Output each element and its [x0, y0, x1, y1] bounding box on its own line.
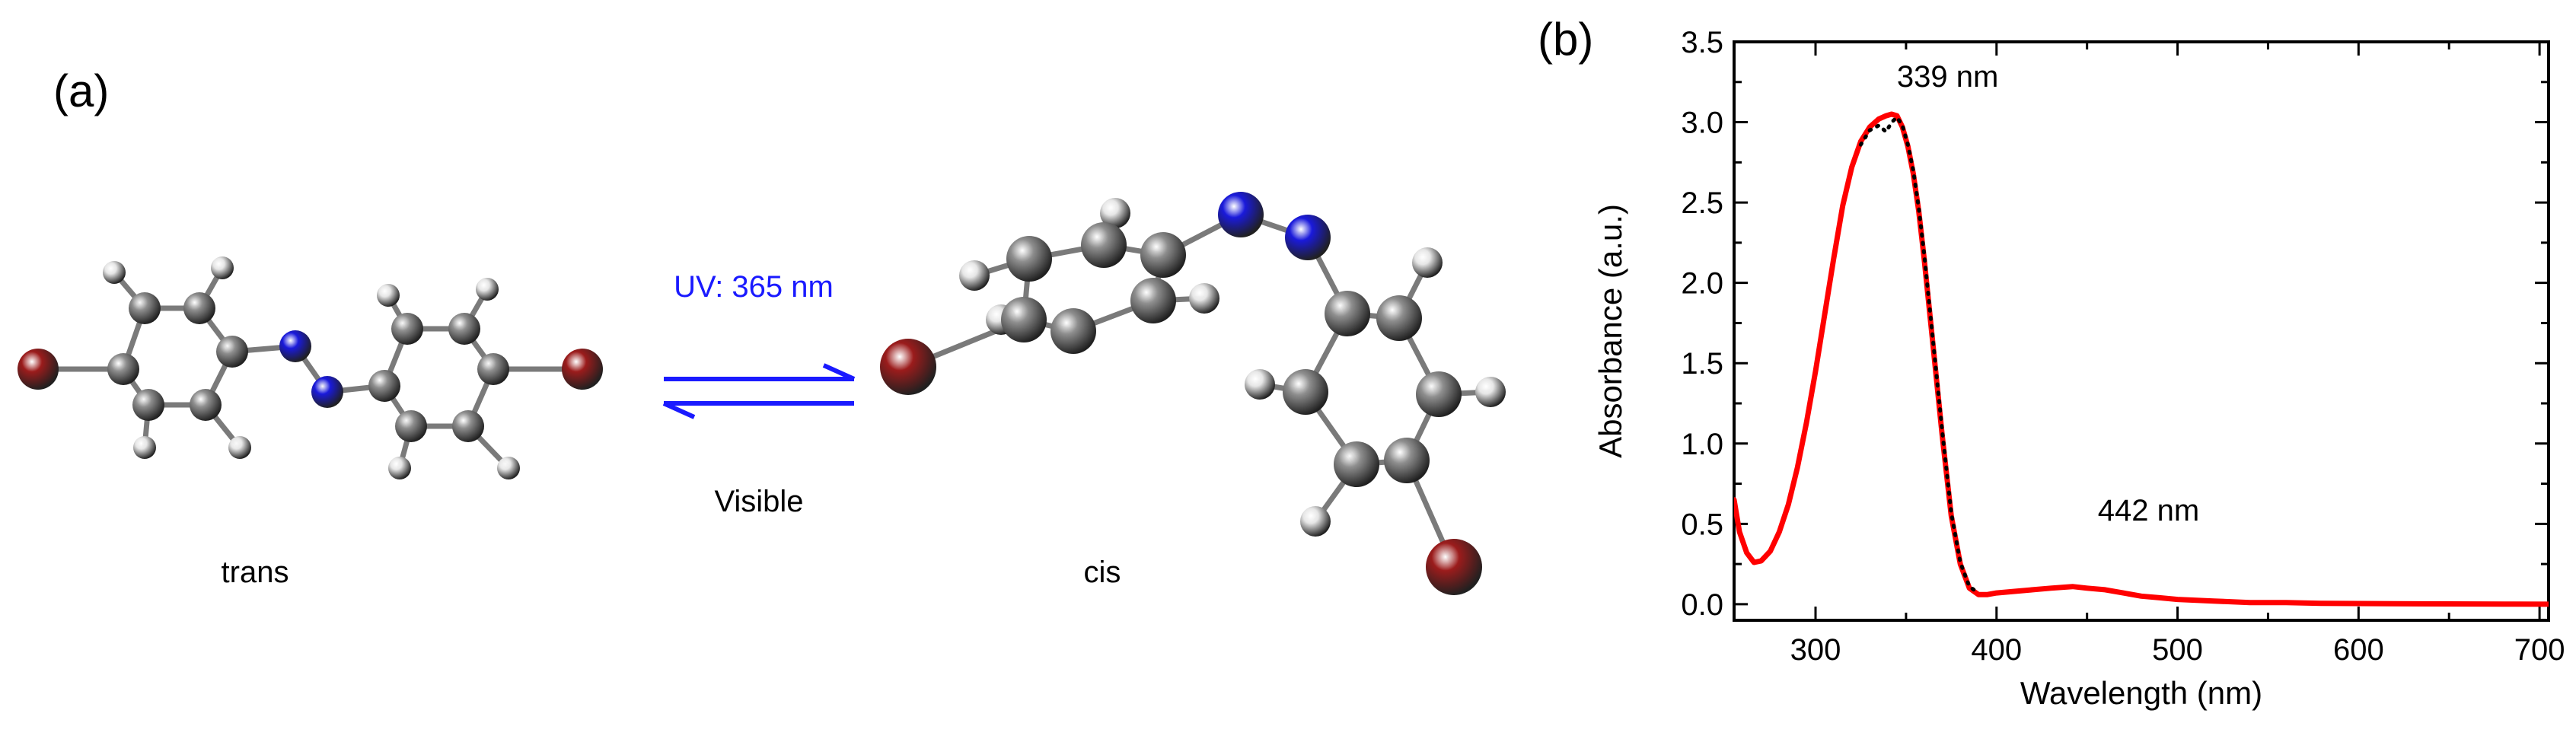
carbon-atom	[1334, 441, 1379, 487]
nitrogen-atom	[279, 330, 311, 362]
uv-label: UV: 365 nm	[674, 270, 834, 304]
hydrogen-atom	[1100, 198, 1130, 228]
carbon-atom	[1325, 291, 1370, 336]
carbon-atom	[1081, 222, 1127, 268]
hydrogen-atom	[1412, 247, 1443, 278]
visible-label: Visible	[714, 485, 803, 518]
hydrogen-atom	[476, 278, 499, 301]
carbon-atom	[368, 370, 400, 402]
carbon-atom	[1130, 278, 1176, 323]
reverse-arrow-head	[662, 401, 696, 419]
x-axis-label: Wavelength (nm)	[2020, 675, 2262, 711]
carbon-atom	[129, 292, 161, 324]
cis-label: cis	[1084, 556, 1121, 589]
cis-molecule	[880, 192, 1506, 595]
panel-b-label: (b)	[1538, 14, 1593, 65]
panel-a-label: (a)	[53, 65, 109, 116]
y-tick-label: 0.5	[1681, 508, 1723, 541]
hydrogen-atom	[377, 284, 400, 307]
trans-molecule	[18, 256, 603, 479]
x-tick-label: 300	[1790, 633, 1841, 667]
nitrogen-atom	[1285, 215, 1331, 260]
bromine-atom	[18, 349, 59, 390]
carbon-atom	[477, 353, 509, 385]
hydrogen-atom	[1189, 283, 1219, 314]
hydrogen-atom	[133, 436, 156, 459]
y-tick-label: 2.0	[1681, 267, 1723, 301]
hydrogen-atom	[497, 457, 520, 479]
x-tick-label: 400	[1971, 633, 2022, 667]
absorbance-curve	[1734, 111, 2549, 607]
carbon-atom	[216, 336, 248, 368]
carbon-atom	[107, 353, 139, 385]
y-tick-label: 0.0	[1681, 588, 1723, 622]
carbon-atom	[1050, 308, 1096, 354]
hydrogen-atom	[388, 457, 411, 479]
hydrogen-atom	[959, 260, 990, 291]
nitrogen-atom	[311, 376, 343, 408]
carbon-atom	[1140, 232, 1186, 278]
carbon-atom	[1376, 295, 1422, 341]
carbon-atom	[452, 410, 484, 442]
carbon-atom	[1283, 369, 1328, 415]
panel-a: (a) trans UV: 365 nm Visible cis	[18, 65, 1506, 595]
carbon-atom	[395, 410, 427, 442]
carbon-atom	[132, 389, 164, 421]
fit-curve-dotted	[1858, 115, 1981, 595]
peak-annotation: 442 nm	[2098, 494, 2199, 527]
carbon-atom	[391, 313, 423, 345]
hydrogen-atom	[211, 256, 234, 279]
y-axis-label: Absorbance (a.u.)	[1592, 204, 1628, 458]
bromine-atom	[562, 349, 603, 390]
x-tick-label: 600	[2333, 633, 2384, 667]
bromine-atom	[1426, 539, 1482, 595]
panel-b: (b) 300 400 500 600 700 0.0 0.5 1.0 1.5 2.0 2.5 3.0…	[1538, 14, 2565, 711]
hydrogen-atom	[103, 261, 126, 284]
y-tick-label: 2.5	[1681, 186, 1723, 220]
nitrogen-atom	[1218, 192, 1264, 237]
carbon-atom	[1006, 236, 1052, 282]
hydrogen-atom	[1300, 506, 1331, 537]
y-tick-label: 3.5	[1681, 26, 1723, 59]
y-tick-label: 3.0	[1681, 107, 1723, 140]
hydrogen-atom	[1475, 377, 1506, 407]
absorbance-chart: 300 400 500 600 700 0.0 0.5 1.0 1.5 2.0 2.5 3.0 3.5W…	[1592, 26, 2565, 711]
trans-label: trans	[222, 556, 289, 589]
x-tick-label: 500	[2152, 633, 2203, 667]
carbon-atom	[190, 389, 222, 421]
hydrogen-atom	[228, 436, 251, 459]
photoswitch-arrows: UV: 365 nm Visible	[662, 270, 856, 518]
hydrogen-atom	[1245, 369, 1275, 400]
carbon-atom	[1416, 371, 1462, 417]
forward-arrow-head	[822, 363, 856, 381]
y-tick-label: 1.5	[1681, 347, 1723, 381]
carbon-atom	[1384, 438, 1430, 483]
plot-frame	[1733, 40, 2550, 622]
y-tick-label: 1.0	[1681, 428, 1723, 461]
bromine-atom	[880, 339, 936, 395]
x-tick-label: 700	[2514, 633, 2565, 667]
carbon-atom	[448, 313, 480, 345]
carbon-atom	[183, 292, 215, 324]
peak-annotation: 339 nm	[1897, 60, 1998, 94]
carbon-atom	[1001, 297, 1047, 342]
